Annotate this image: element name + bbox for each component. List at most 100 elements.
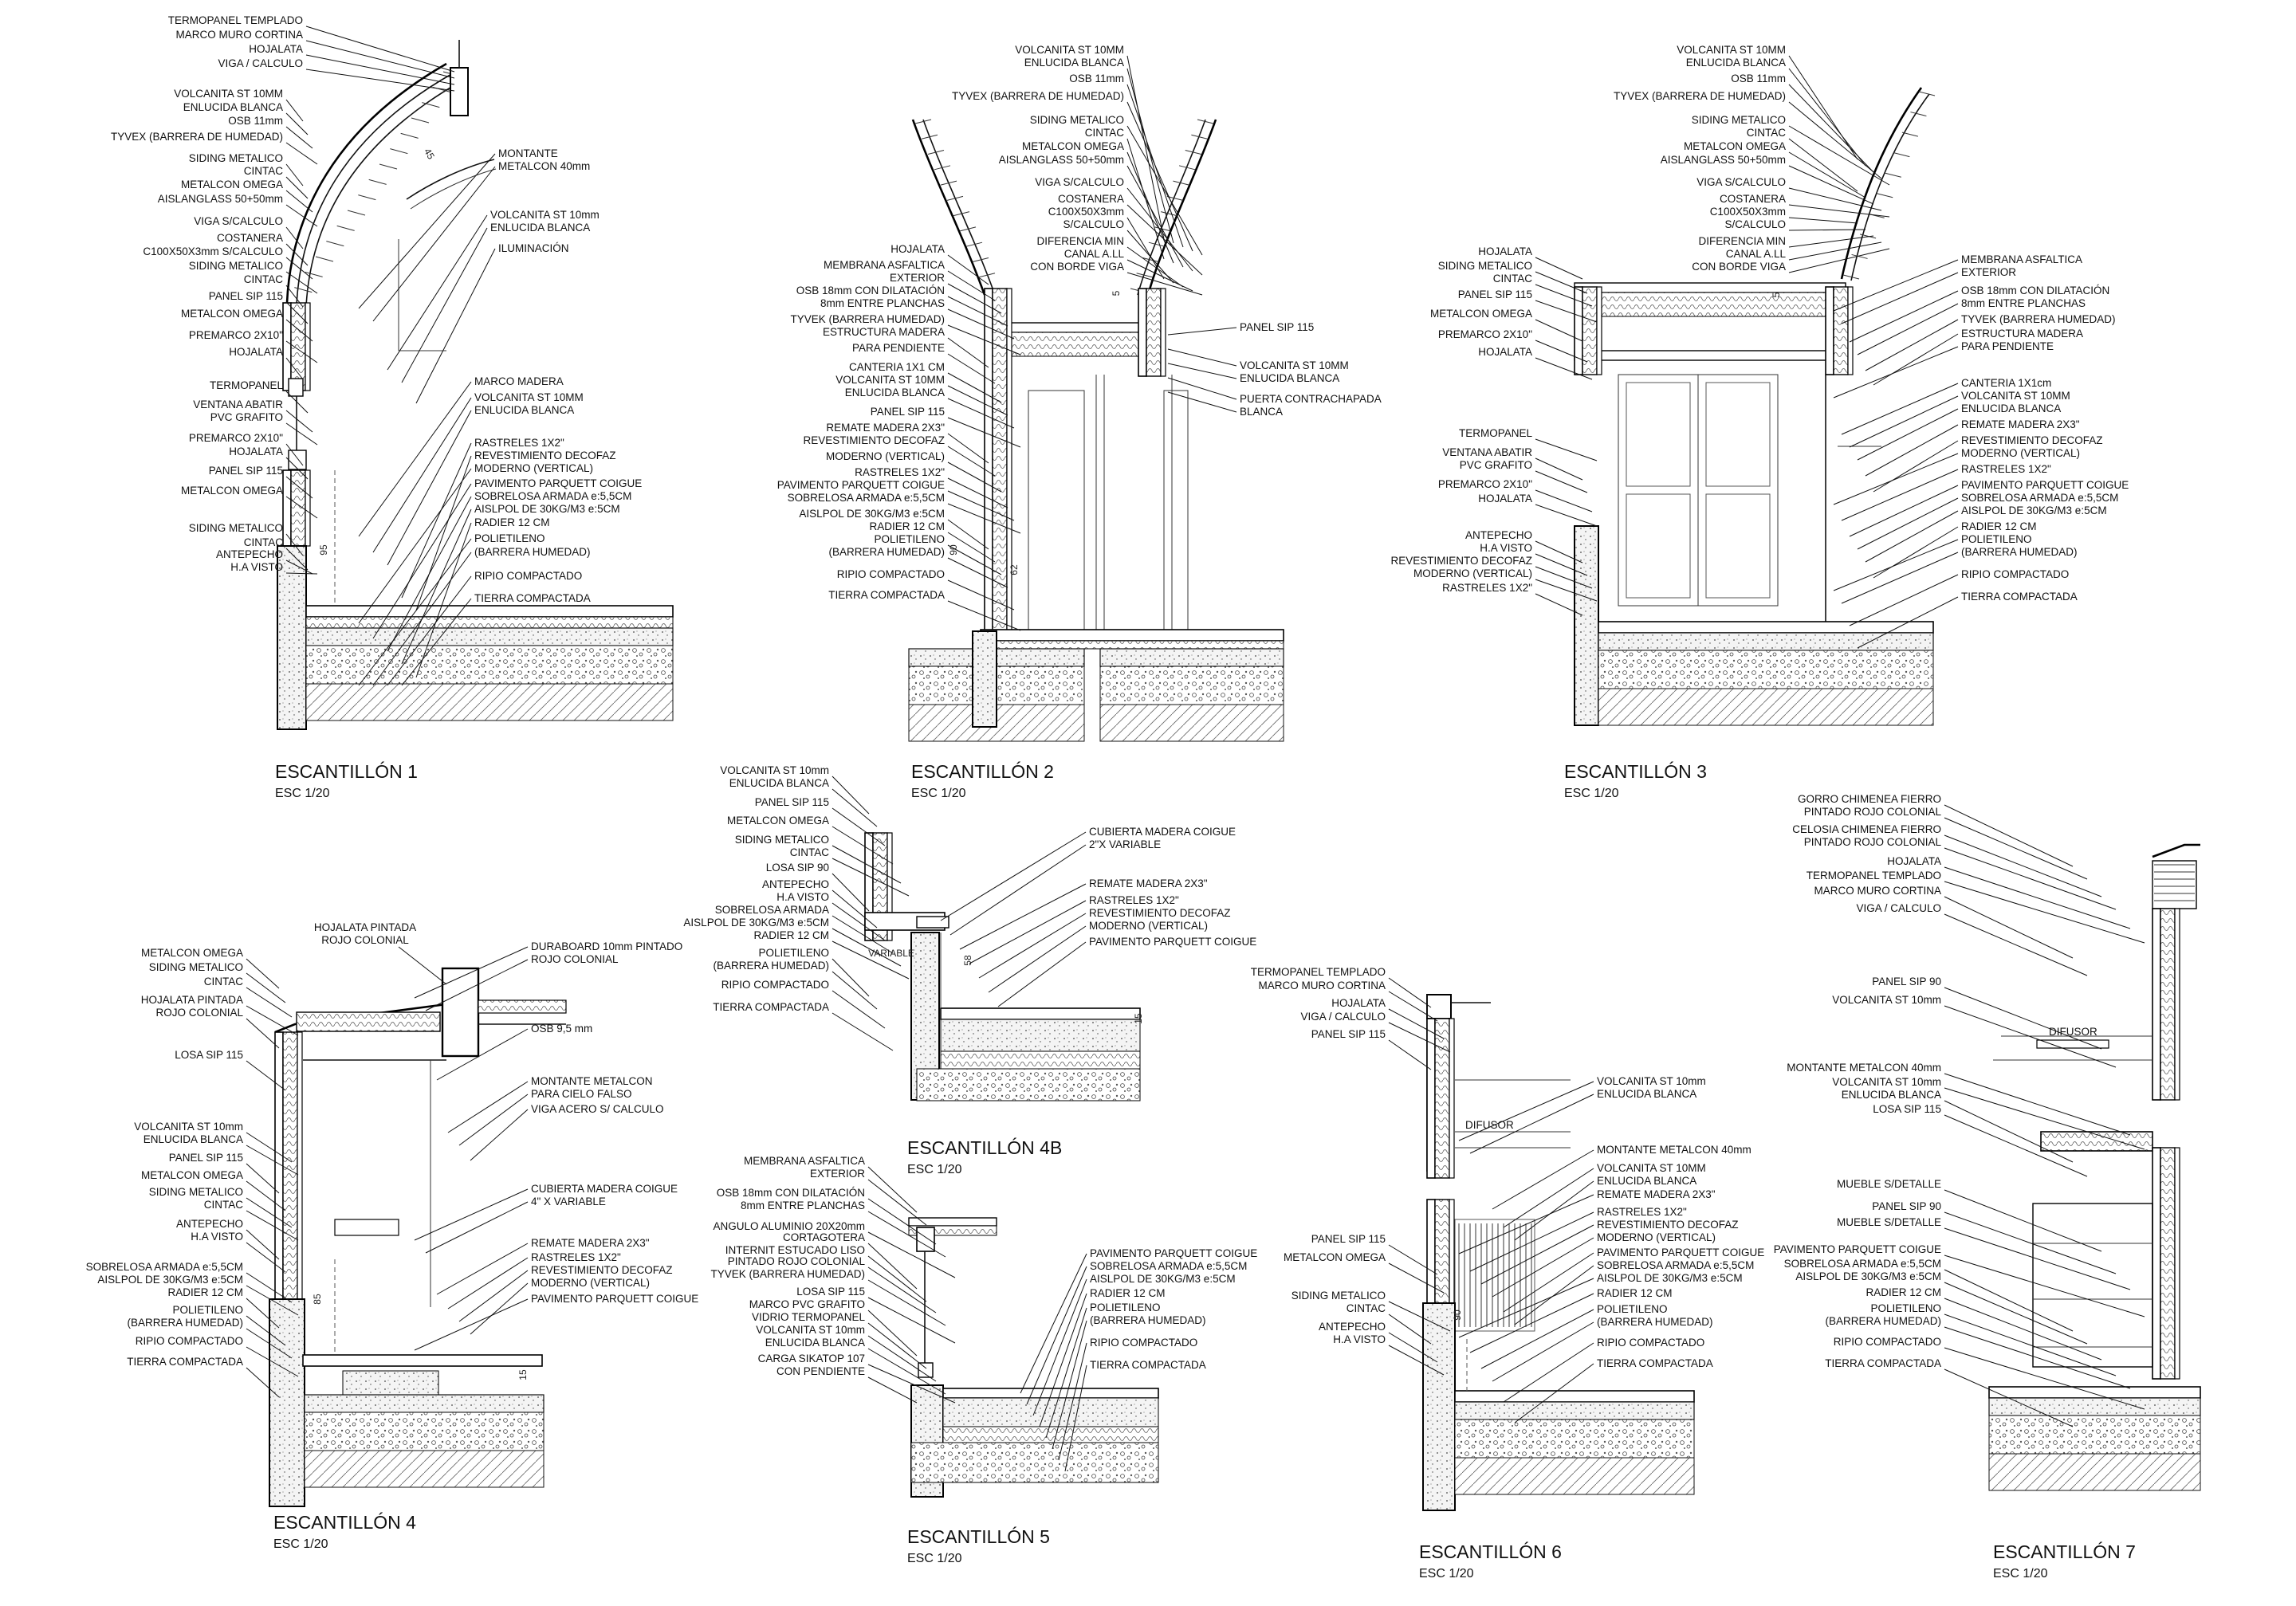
detail-label: REMATE MADERA 2X3": [1597, 1188, 1716, 1200]
difusor: [2036, 1039, 2109, 1049]
detail-label: CINTAC: [1085, 127, 1124, 139]
detail-label: VOLCANITA ST 10mm: [1832, 1076, 1941, 1088]
detail-label: VOLCANITA ST 10MM: [1961, 390, 2070, 402]
line: [1167, 327, 1237, 336]
line: [285, 548, 309, 571]
detail-label: PREMARCO 2X10": [189, 432, 283, 444]
line: [285, 340, 318, 363]
detail-label: (BARRERA HUMEDAD): [828, 546, 945, 558]
detail-label: OSB 9,5 mm: [531, 1023, 592, 1035]
line: [470, 1282, 529, 1335]
flat-roof: [1574, 282, 1846, 293]
detail-label: ESTRUCTURA MADERA: [1961, 328, 2083, 340]
line: [1944, 1347, 2145, 1410]
celosia: [2152, 860, 2197, 909]
detail-label: CUBIERTA MADERA COIGUE: [1089, 826, 1236, 838]
line: [1126, 246, 1184, 288]
detail-label: SIDING METALICO: [1438, 260, 1532, 272]
line: [447, 1081, 529, 1133]
line: [978, 273, 996, 278]
line: [947, 337, 989, 368]
line: [959, 226, 977, 232]
line: [867, 1297, 956, 1344]
line: [285, 422, 318, 446]
line: [1167, 363, 1237, 379]
detail-label: CELOSIA CHIMENEA FIERRO: [1792, 823, 1941, 835]
line: [414, 1298, 529, 1351]
line: [1842, 274, 1860, 280]
line: [285, 243, 309, 266]
antepecho-wall: [1422, 1302, 1456, 1511]
line: [387, 214, 488, 371]
detail-label: SIDING METALICO: [189, 260, 283, 272]
line: [1788, 217, 1858, 224]
detail-label: AISLPOL DE 30KG/M3 e:5CM: [1961, 505, 2107, 516]
ceiling-curve: [406, 159, 495, 200]
detail-label: HOJALATA: [249, 43, 303, 55]
line: [1039, 1293, 1087, 1427]
line: [1480, 1309, 1594, 1369]
line: [1788, 84, 1874, 173]
line: [1857, 408, 1959, 461]
line: [285, 496, 318, 519]
detail-label: RASTRELES 1X2": [1442, 582, 1532, 594]
line: [1020, 1253, 1087, 1394]
detail-label: PAVIMENTO PARQUETT COIGUE: [531, 1293, 698, 1305]
line: [1849, 290, 1959, 343]
detail-label: PREMARCO 2X10": [189, 329, 283, 341]
detail-label: COSTANERA: [217, 232, 283, 244]
line: [947, 446, 996, 477]
line: [1503, 1342, 1594, 1403]
line: [285, 391, 309, 414]
line: [1142, 257, 1159, 262]
sheet-scale: ESC 1/20: [1564, 787, 1619, 800]
line: [1944, 804, 2074, 867]
detail-label: TIERRA COMPACTADA: [1825, 1357, 1941, 1369]
parquet-floor: [1454, 1390, 1695, 1403]
line: [1944, 1189, 2102, 1252]
line: [246, 1272, 293, 1303]
line: [1469, 1211, 1594, 1272]
detail-label: RIPIO COMPACTADO: [1834, 1336, 1941, 1348]
line: [1535, 257, 1583, 280]
detail-label: ENLUCIDA BLANCA: [474, 404, 574, 416]
detail-label: VIGA S/CALCULO: [1696, 176, 1786, 188]
line: [305, 54, 455, 85]
line: [1788, 165, 1874, 205]
line: [867, 1166, 918, 1213]
line: [246, 1163, 280, 1194]
detail-label: SOBRELOSA ARMADA e:5,5CM: [1597, 1259, 1754, 1271]
detail-label: REVESTIMIENTO DECOFAZ: [1089, 907, 1231, 919]
line: [1944, 866, 2131, 929]
detail-label: AISLPOL DE 30KG/M3 e:5CM: [1090, 1273, 1236, 1285]
tierra-layer: [1099, 704, 1284, 742]
line: [972, 257, 989, 262]
line: [1148, 241, 1166, 247]
detail-label: PINTADO ROJO COLONIAL: [1804, 806, 1942, 818]
detail-label: TERMOPANEL: [210, 379, 284, 391]
detail-label: PARA PENDIENTE: [852, 342, 945, 354]
detail-label: RASTRELES 1X2": [1597, 1206, 1687, 1218]
line: [832, 889, 878, 929]
sheet-title: ESCANTILLÓN 4: [273, 1512, 416, 1533]
line: [988, 925, 1087, 993]
line: [1885, 172, 1901, 178]
detail-label: CINTAC: [1493, 273, 1532, 285]
line: [867, 1179, 927, 1226]
gorro-chimenea: [2152, 843, 2200, 858]
line: [1833, 453, 1959, 505]
detail-label: 8mm ENTRE PLANCHAS: [741, 1200, 865, 1211]
dimension-text: 5: [1771, 292, 1782, 297]
line: [867, 1310, 918, 1357]
dimension-text: VARIABLE: [868, 948, 914, 959]
line: [1052, 1320, 1087, 1450]
line: [285, 476, 313, 499]
door-panel: [1626, 382, 1691, 487]
detail-label: ENLUCIDA BLANCA: [1597, 1175, 1696, 1187]
line: [867, 1279, 946, 1326]
siding-layer: [2152, 1147, 2161, 1380]
detail-label: METALCON OMEGA: [1284, 1251, 1386, 1263]
detail-label: OSB 11mm: [1731, 73, 1786, 84]
line: [949, 844, 1087, 936]
